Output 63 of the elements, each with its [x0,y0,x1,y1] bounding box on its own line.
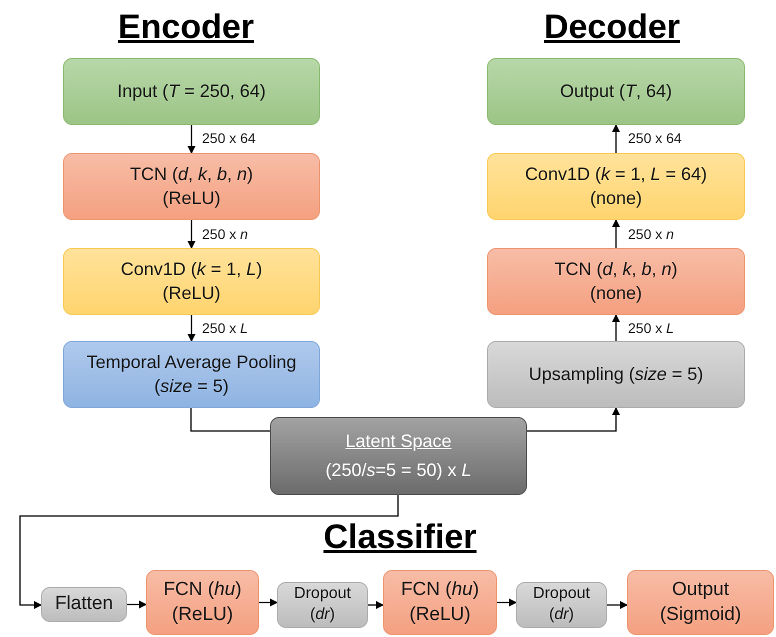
layer-label: Flatten [54,592,114,616]
arrow [612,314,620,341]
latent-heading: Latent Space [345,430,452,453]
arrow [188,315,196,342]
layer-label: FCN (hu) [400,578,480,602]
dropout-box [277,582,368,628]
layer-label: (size = 5) [154,374,229,398]
layer-label: (ReLU) [172,602,234,626]
arrow [527,407,620,432]
layer-label: (Sigmoid) [660,602,742,626]
layer-label: Output [672,578,730,602]
arrow [607,601,628,609]
layer-label: (none) [590,186,642,210]
layer-label: Upsampling (size = 5) [528,362,704,386]
layer-box [63,341,320,408]
layer-label: FCN (hu) [163,578,242,602]
section-title: Classifier [323,518,477,557]
arrow [188,220,196,249]
arrow [19,495,399,609]
layer-box [63,153,320,220]
edge-label: 250 x n [200,226,250,242]
layer-box [487,248,745,315]
section-title: Encoder [118,8,254,47]
edge-label: 250 x 64 [200,130,258,146]
output-box [627,570,774,635]
output-box [487,58,745,125]
arrow [259,598,278,606]
arrow [127,600,147,608]
layer-box [487,341,745,408]
layer-label: Conv1D (k = 1, L) [120,258,262,282]
layer-label: Output (T, 64) [560,80,672,103]
arrow [368,601,384,609]
layer-label: TCN (d, k, b, n) [130,163,254,186]
layer-label: TCN (d, k, b, n) [554,258,678,282]
edge-label: 250 x 64 [626,130,684,146]
section-title: Decoder [544,8,680,47]
layer-label: (dr) [549,605,574,625]
layer-label: (ReLU) [409,602,471,626]
arrow [497,598,517,606]
latent-space-box [270,417,527,495]
input-box [63,58,320,125]
flatten-box [41,587,127,622]
layer-label: (ReLU) [162,282,220,305]
layer-label: Conv1D (k = 1, L = 64) [524,163,708,186]
layer-label: Input (T = 250, 64) [117,80,266,103]
arrow [188,125,196,154]
layer-label: (none) [590,282,642,305]
layer-label: (dr) [310,605,335,625]
layer-label: Dropout [294,584,351,604]
layer-box [146,570,259,635]
edge-label: 250 x n [626,226,676,242]
layer-label: Dropout [533,584,590,604]
layer-box [487,153,745,220]
layer-label: (250/s=5 = 50) x L [325,459,472,482]
layer-box [63,248,320,315]
edge-label: 250 x L [626,320,676,336]
layer-label: (ReLU) [162,186,220,210]
layer-label: Temporal Average Pooling [86,351,296,374]
dropout-box [516,582,607,628]
edge-label: 250 x L [200,320,250,336]
arrow [612,219,620,248]
arrow [612,124,620,153]
layer-box [383,570,497,635]
